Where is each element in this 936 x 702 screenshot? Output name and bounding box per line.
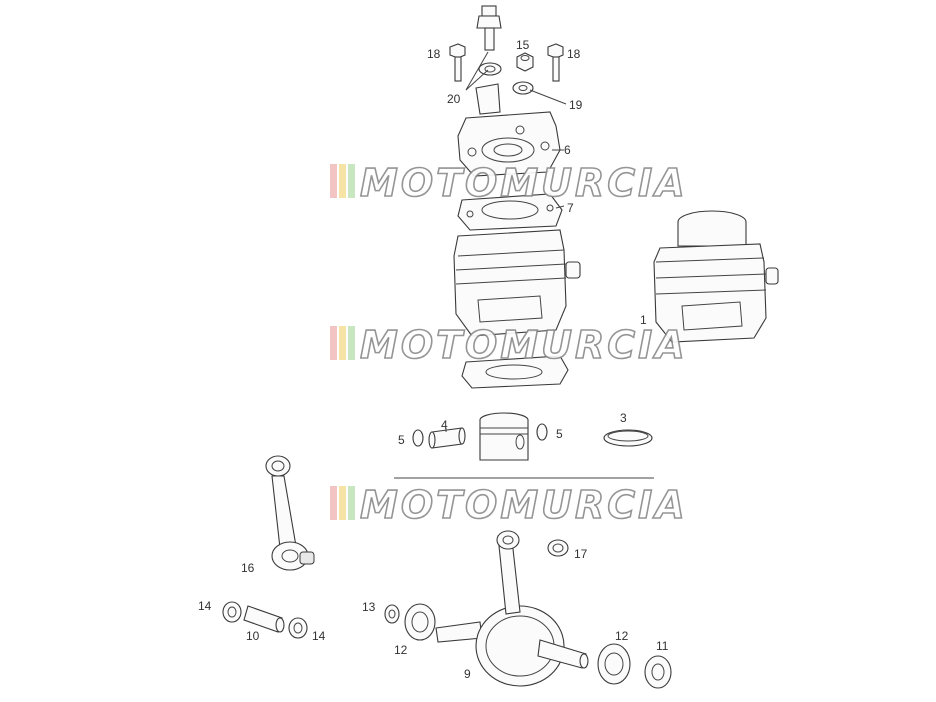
callout-5: 5 (398, 433, 405, 447)
callout-3: 3 (620, 411, 627, 425)
leader-lines (445, 51, 567, 432)
callout-16: 16 (241, 561, 255, 575)
callout-11: 11 (656, 639, 669, 653)
cylinder-head-6 (457, 83, 561, 177)
main-bearing-12-right (597, 643, 631, 685)
callout-18: 18 (427, 47, 441, 61)
bolt-18-left (449, 43, 466, 82)
watermark-text: MOTOMURCIA (360, 323, 688, 367)
seal-14-right (288, 617, 308, 639)
callout-18: 18 (567, 47, 581, 61)
connecting-rod-16 (265, 455, 315, 571)
nut-15 (516, 52, 534, 72)
callout-20: 20 (447, 92, 461, 106)
callout-10: 10 (246, 629, 260, 643)
bearing-17 (547, 539, 569, 557)
callout-15: 15 (516, 38, 530, 52)
callout-9: 9 (464, 667, 471, 681)
oil-seal-11 (644, 655, 672, 689)
watermark-text: MOTOMURCIA (360, 483, 688, 527)
head-gasket-7 (457, 193, 563, 231)
callout-17: 17 (574, 547, 588, 561)
temperature-sensor-20 (476, 5, 502, 51)
washer-19 (512, 81, 534, 95)
callout-14: 14 (198, 599, 212, 613)
callout-12: 12 (615, 629, 629, 643)
cylinder-center (453, 229, 581, 337)
base-gasket (461, 355, 569, 389)
callout-1: 1 (640, 313, 647, 327)
piston-clip-5-right (536, 423, 548, 441)
callout-4: 4 (441, 418, 448, 432)
piston (479, 412, 529, 461)
callout-13: 13 (362, 600, 376, 614)
cylinder-kit-1 (653, 210, 779, 343)
crankshaft-9 (435, 530, 589, 687)
callout-14: 14 (312, 629, 326, 643)
seal-14-left (222, 601, 242, 623)
callout-labels: 18 20 15 18 19 6 7 1 4 5 5 3 16 17 14 10… (198, 38, 669, 681)
main-bearing-12-left (404, 603, 436, 641)
callout-7: 7 (567, 201, 574, 215)
piston-ring-3 (603, 429, 653, 447)
watermark-top: MOTOMURCIA (330, 160, 688, 206)
watermark-bottom: MOTOMURCIA (330, 482, 688, 528)
callout-5: 5 (556, 427, 563, 441)
watermark-text: MOTOMURCIA (360, 161, 688, 205)
callout-12: 12 (394, 643, 408, 657)
watermark-middle: MOTOMURCIA (330, 322, 688, 368)
callout-19: 19 (569, 98, 583, 112)
callout-6: 6 (564, 143, 571, 157)
crank-pin-10 (243, 605, 285, 633)
oil-seal-13 (384, 604, 400, 624)
washer-20 (478, 62, 502, 76)
piston-clip-5-left (412, 429, 424, 447)
bolt-18-right (547, 43, 564, 82)
piston-pin-4 (428, 427, 466, 449)
